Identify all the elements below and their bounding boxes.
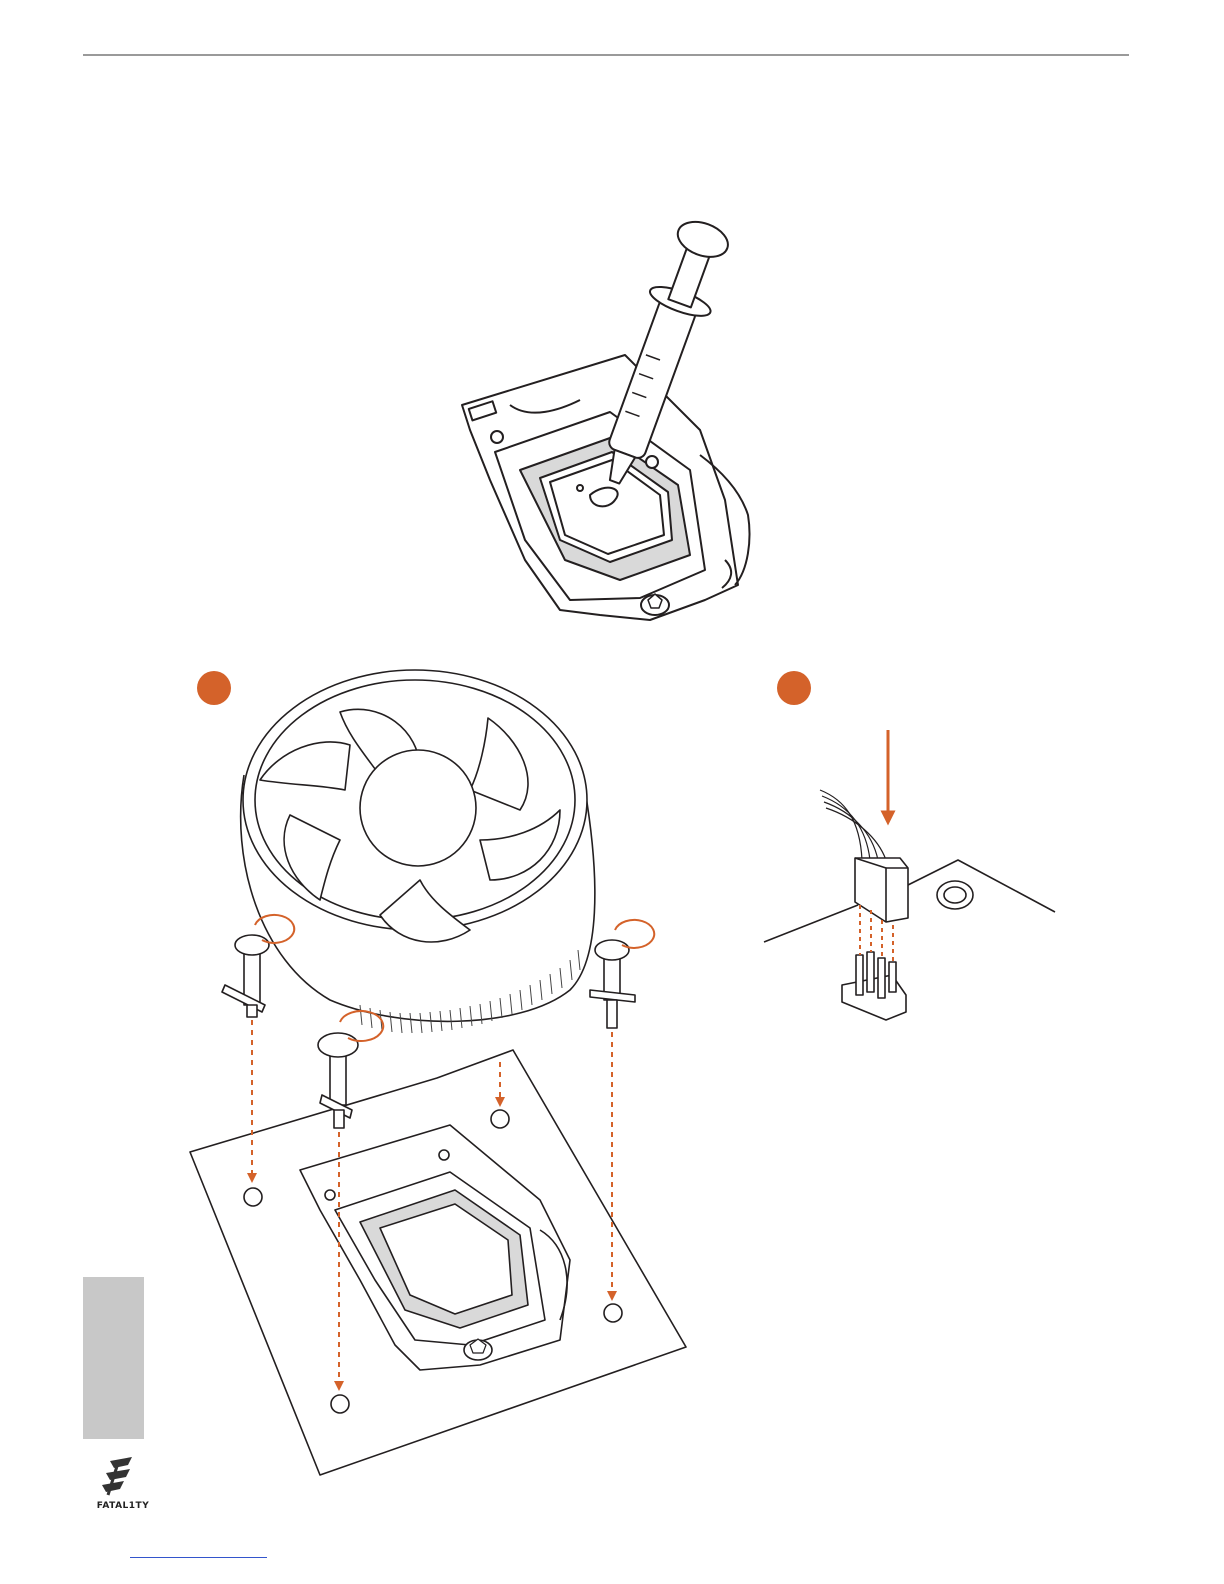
side-tab	[83, 1277, 144, 1439]
fan-connector-illustration	[764, 790, 1055, 1020]
thermal-paste-illustration	[462, 213, 749, 620]
fatal1ty-logo: FATAL1TY	[92, 1455, 154, 1521]
step-marker-cooler	[197, 671, 231, 705]
footer-link-underline[interactable]	[130, 1557, 267, 1558]
logo-text: FATAL1TY	[92, 1501, 154, 1511]
step-marker-connector	[777, 671, 811, 705]
push-pin-right	[590, 920, 654, 1028]
fatal1ty-logo-icon	[92, 1455, 154, 1501]
